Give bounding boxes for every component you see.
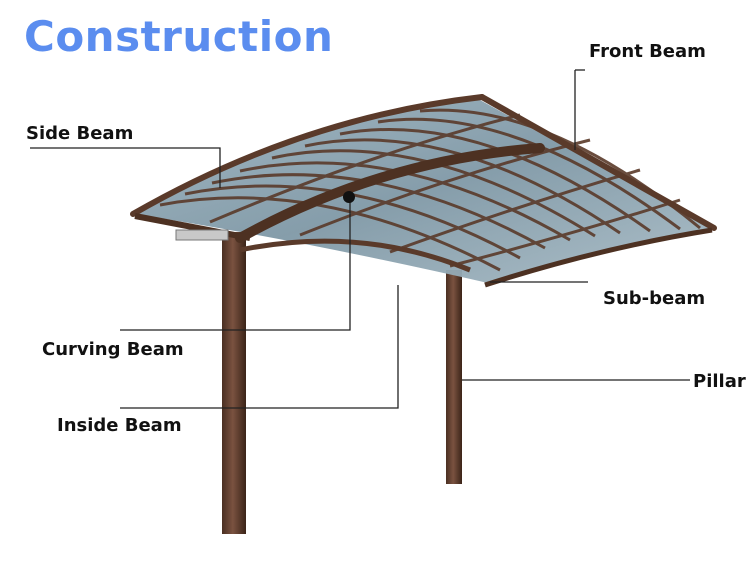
label-pillar: Pillar bbox=[693, 371, 746, 392]
leader-curving-beam bbox=[120, 198, 351, 331]
gutter-bracket bbox=[175, 229, 229, 241]
label-side-beam: Side Beam bbox=[26, 123, 134, 144]
leader-side-beam bbox=[30, 147, 221, 188]
leader-lines bbox=[30, 69, 690, 409]
pillars bbox=[222, 232, 462, 534]
leader-inside-beam bbox=[120, 285, 399, 409]
rear-edge bbox=[134, 213, 251, 241]
label-curving-beam: Curving Beam bbox=[42, 339, 184, 360]
label-front-beam: Front Beam bbox=[589, 41, 706, 62]
curving-beam-shape bbox=[235, 143, 545, 243]
front-beam-shape bbox=[479, 94, 717, 231]
side-beam-shape bbox=[130, 94, 485, 217]
inside-beam-shape bbox=[239, 238, 471, 273]
front-curve-edge bbox=[484, 227, 713, 288]
pillar-left bbox=[222, 232, 246, 534]
curving-beam-marker bbox=[343, 191, 355, 203]
pillar-right bbox=[446, 270, 462, 484]
label-inside-beam: Inside Beam bbox=[57, 415, 182, 436]
label-sub-beam: Sub-beam bbox=[603, 288, 706, 309]
page-title: Construction bbox=[24, 12, 334, 61]
